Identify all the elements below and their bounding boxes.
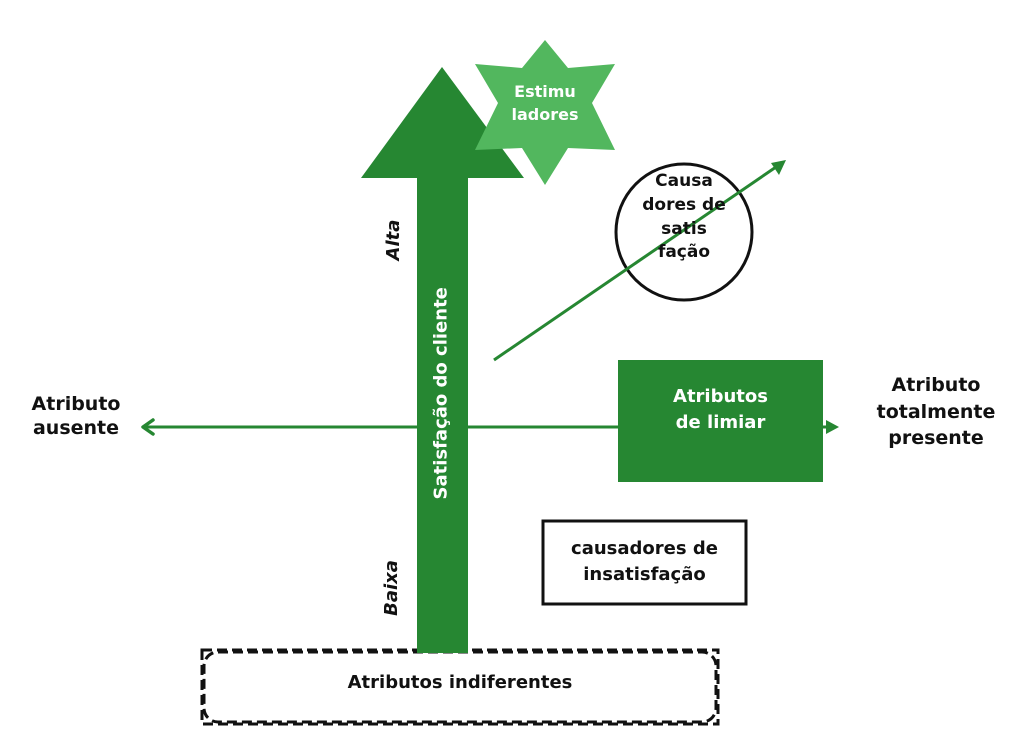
threshold-label: Atributos de limiar [618, 384, 823, 436]
satisfiers-circle [614, 162, 754, 302]
label-line: dores de [642, 194, 726, 215]
dissatisfiers-label: causadores de insatisfação [543, 536, 746, 588]
label-line: ausente [32, 416, 120, 439]
dissatisfiers-box [541, 519, 748, 606]
star-shape-icon [475, 40, 615, 185]
label-line: fação [657, 242, 711, 263]
label-line: insatisfação [583, 564, 706, 586]
vertical-axis-label: Satisfação do cliente [430, 287, 452, 500]
high-label: Alta [383, 219, 404, 261]
low-label: Baixa [381, 560, 402, 616]
arrowhead-left-icon [141, 418, 155, 436]
diagonal-arrow [493, 165, 777, 362]
label-line: satis [661, 218, 707, 239]
label-line: ladores [511, 105, 579, 125]
label-line: totalmente [876, 400, 996, 423]
vertical-arrow-shaft [417, 176, 468, 654]
vertical-arrow-base [417, 640, 468, 653]
arrowhead-right-icon [826, 420, 839, 434]
diagonal-arrowhead-icon [771, 160, 786, 175]
label-line: Atributo [31, 393, 121, 415]
stimulators-label: Estimu ladores [495, 80, 595, 126]
label-line: causadores de [571, 538, 718, 559]
indifferent-label: Atributos indiferentes [347, 672, 573, 693]
satisfiers-label: Causa dores de satis fação [624, 170, 744, 265]
label-attribute-absent: Atributo ausente [14, 393, 138, 441]
label-line: Atributo [891, 374, 981, 396]
label-line: Atributos [673, 386, 768, 407]
label-line: presente [888, 427, 984, 450]
vertical-arrowhead-icon [361, 67, 524, 178]
label-line: de limiar [675, 412, 766, 434]
threshold-box [618, 360, 823, 482]
label-attribute-fully-present: Atributo totalmente presente [860, 372, 1012, 452]
label-line: Estimu [514, 82, 576, 101]
label-line: Causa [655, 171, 713, 191]
